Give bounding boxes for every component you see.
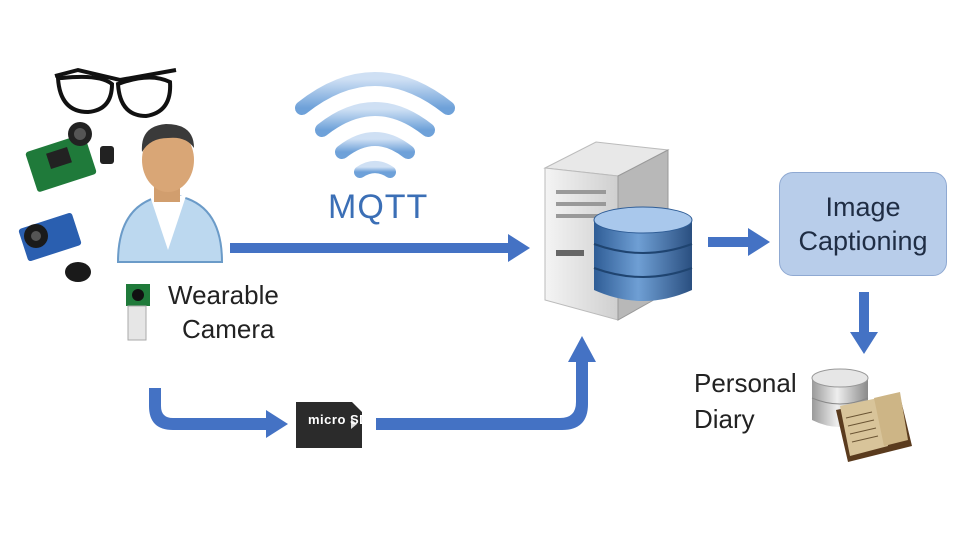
camera-module-icon [18, 122, 150, 341]
arrow-sd-to-server [376, 336, 596, 430]
wifi-signal-icon [295, 72, 455, 178]
micro-sd-card-icon [296, 402, 362, 448]
caption-label-line1: Image [825, 192, 901, 222]
mqtt-label: MQTT [328, 188, 429, 226]
book-database-icon [811, 368, 912, 462]
arrow-mqtt [230, 234, 530, 262]
arrow-offline-to-sd [149, 388, 288, 438]
wearable-label-line2: Camera [182, 314, 275, 344]
person-avatar-icon [116, 124, 224, 263]
eyeglasses-icon [54, 67, 177, 119]
arrow-to-captioning [708, 228, 770, 256]
caption-label-line2: Captioning [798, 226, 928, 256]
image-captioning-box: Image Captioning [779, 172, 947, 276]
diary-label-line1: Personal [694, 368, 797, 398]
sd-card-label: micro SD [308, 412, 370, 427]
diary-label-line2: Diary [694, 404, 755, 434]
arrow-to-diary [850, 292, 878, 354]
server-database-icon [543, 141, 693, 321]
wearable-label-line1: Wearable [168, 280, 279, 310]
